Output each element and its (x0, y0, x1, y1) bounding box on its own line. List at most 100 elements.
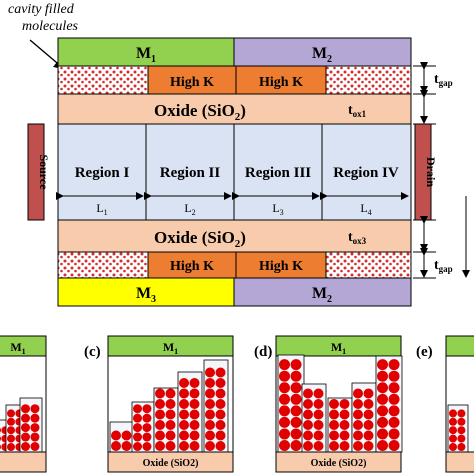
molecule (303, 388, 313, 399)
molecule (133, 423, 142, 433)
region-2-label: Region II (160, 165, 221, 181)
molecule (388, 370, 400, 382)
molecule (165, 430, 176, 441)
molecule (313, 420, 324, 430)
bottom-oxide-label: Oxide (SiO2) (154, 228, 246, 250)
molecule (205, 420, 215, 430)
length-l3: L3 (272, 201, 283, 217)
molecule (7, 443, 15, 451)
bottom-cavity-right (325, 251, 412, 279)
gate-m2-bottom (233, 277, 412, 307)
molecule (279, 370, 290, 382)
panel-column (153, 387, 179, 453)
molecule (279, 359, 290, 371)
molecule (215, 367, 226, 378)
molecule (313, 430, 324, 441)
molecule (388, 393, 400, 405)
molecule (313, 399, 324, 409)
molecule (303, 441, 313, 451)
molecule (339, 420, 350, 430)
top-cavity-left (57, 65, 149, 95)
molecule (142, 413, 152, 423)
molecule (0, 444, 1, 450)
molecule (303, 420, 313, 430)
panel-gate-label: M1 (331, 340, 346, 356)
top-high-k-1-label: High K (170, 75, 214, 90)
molecule (7, 409, 15, 418)
molecule (30, 432, 40, 442)
gate-m3 (57, 277, 235, 307)
thickness-dimensions (413, 62, 470, 279)
length-l2: L2 (184, 201, 195, 217)
molecule (388, 416, 400, 428)
molecule (215, 399, 226, 409)
molecule (205, 409, 215, 420)
molecule (329, 441, 339, 451)
gate-m3-label: M3 (136, 285, 156, 305)
molecule (339, 430, 350, 441)
gate-m1 (57, 37, 235, 67)
molecule (449, 409, 457, 418)
molecule (205, 388, 215, 399)
length-l1: L1 (96, 201, 107, 217)
t-gap-top-label: tgap (434, 72, 453, 88)
molecule (165, 420, 176, 430)
molecule (290, 405, 302, 417)
top-oxide-label: Oxide (SiO2) (154, 101, 246, 123)
molecule (179, 378, 189, 388)
molecule (339, 399, 350, 409)
molecule (189, 378, 200, 388)
molecule (7, 417, 15, 426)
molecule (363, 388, 374, 399)
molecule (179, 399, 189, 409)
molecule (388, 405, 400, 417)
molecule (363, 399, 374, 409)
bottom-high-k-2-label: High K (259, 259, 303, 274)
molecule (179, 430, 189, 441)
panel-1: M1 (0, 335, 47, 473)
molecule (303, 399, 313, 409)
molecule (377, 393, 388, 405)
region-3-label: Region III (245, 165, 311, 181)
panel-oxide-label: Oxide (SiO2) (311, 458, 367, 469)
molecule (290, 428, 302, 440)
molecule (133, 413, 142, 423)
molecule (215, 378, 226, 388)
bottom-high-k-1-label: High K (170, 259, 214, 274)
molecule (21, 404, 30, 414)
panel-oxide (107, 451, 234, 473)
molecule (339, 409, 350, 420)
source-contact (27, 123, 45, 221)
molecule (279, 440, 290, 451)
molecule (205, 399, 215, 409)
molecule (329, 399, 339, 409)
gate-m2-top (233, 37, 412, 67)
molecule (133, 404, 142, 414)
molecule (353, 420, 363, 430)
channel-region-3 (233, 123, 323, 221)
molecule (457, 443, 466, 451)
panel-oxide (275, 451, 402, 473)
molecule (377, 370, 388, 382)
molecule (155, 441, 165, 451)
molecule (353, 441, 363, 451)
molecule (205, 430, 215, 441)
gate-m2-top-label: M2 (312, 45, 332, 65)
molecule (279, 416, 290, 428)
panel-4: (e) (416, 335, 474, 473)
molecule (179, 420, 189, 430)
molecule (215, 420, 226, 430)
molecule (111, 430, 121, 441)
molecule (457, 426, 466, 435)
molecule (165, 441, 176, 451)
molecule (205, 378, 215, 388)
panel-label: (c) (84, 344, 101, 360)
molecule (189, 399, 200, 409)
molecule (30, 442, 40, 451)
molecule (377, 416, 388, 428)
molecule (377, 440, 388, 451)
molecule (303, 409, 313, 420)
top-oxide (57, 93, 412, 125)
molecule (205, 367, 215, 378)
